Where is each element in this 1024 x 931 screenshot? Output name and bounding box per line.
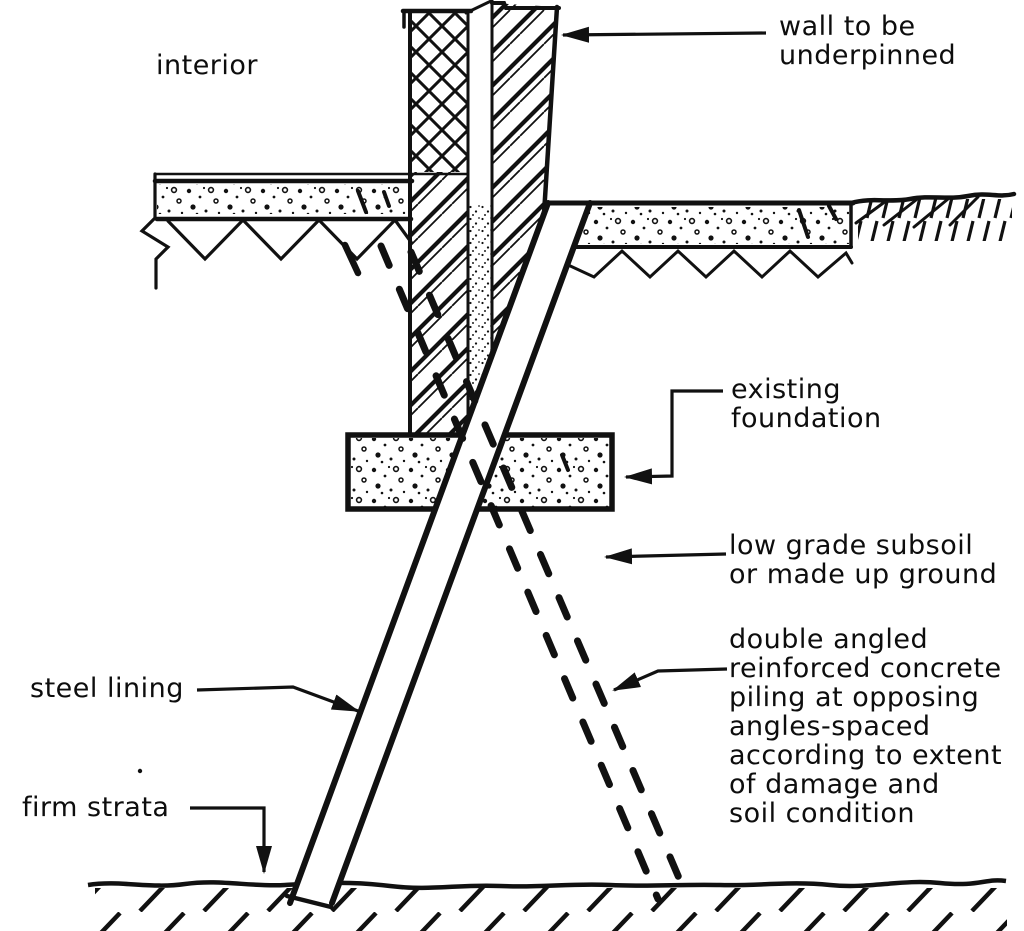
label-firm-strata: firm strata — [22, 792, 170, 823]
exterior-hardcore-zigzag — [564, 248, 854, 280]
label-double-angled-piling: double angled reinforced concrete piling… — [729, 624, 1003, 829]
firm-strata-ground — [87, 878, 1007, 931]
ground-line — [848, 191, 1017, 206]
subsoil-leader-arrow — [604, 548, 727, 565]
exterior-ground-slab — [564, 201, 854, 280]
label-steel-lining: steel lining — [30, 673, 184, 704]
wall-inner-leaf-below-floor — [412, 172, 468, 435]
wall-leader-arrow — [561, 26, 767, 43]
steel-lining-leader-arrow — [196, 685, 360, 713]
strata-line — [87, 878, 1007, 891]
leader-lines — [190, 26, 767, 874]
interior-floor-slab — [139, 172, 470, 290]
wall-inner-leaf-blockwork — [410, 11, 468, 172]
label-interior: interior — [156, 50, 259, 81]
steel-lined-pile — [284, 200, 593, 910]
piling-leader-arrow — [612, 667, 728, 692]
interior-hardcore-zigzag — [166, 217, 413, 262]
label-wall-to-be-underpinned: wall to be underpinned — [779, 11, 957, 71]
interior-slab-concrete — [157, 184, 411, 214]
label-low-grade-subsoil: low grade subsoil or made up ground — [729, 530, 998, 590]
hidden-pile-dashed — [341, 241, 692, 903]
ground-hatching — [858, 199, 1012, 241]
pile-tip-cap — [284, 893, 334, 910]
wall-section — [400, 0, 561, 437]
firm-strata-leader-arrow — [190, 806, 272, 874]
wall-top-cap-right — [490, 1, 561, 10]
label-existing-foundation: existing foundation — [731, 374, 882, 434]
foundation-leader-arrow — [624, 389, 723, 485]
slab-break-line — [139, 172, 171, 290]
strata-hatching — [95, 888, 1007, 931]
ground-surface-right — [848, 191, 1017, 241]
stray-ink-dot — [137, 768, 143, 774]
wall-outer-leaf-brickwork — [492, 3, 558, 352]
pile-body — [290, 203, 590, 905]
